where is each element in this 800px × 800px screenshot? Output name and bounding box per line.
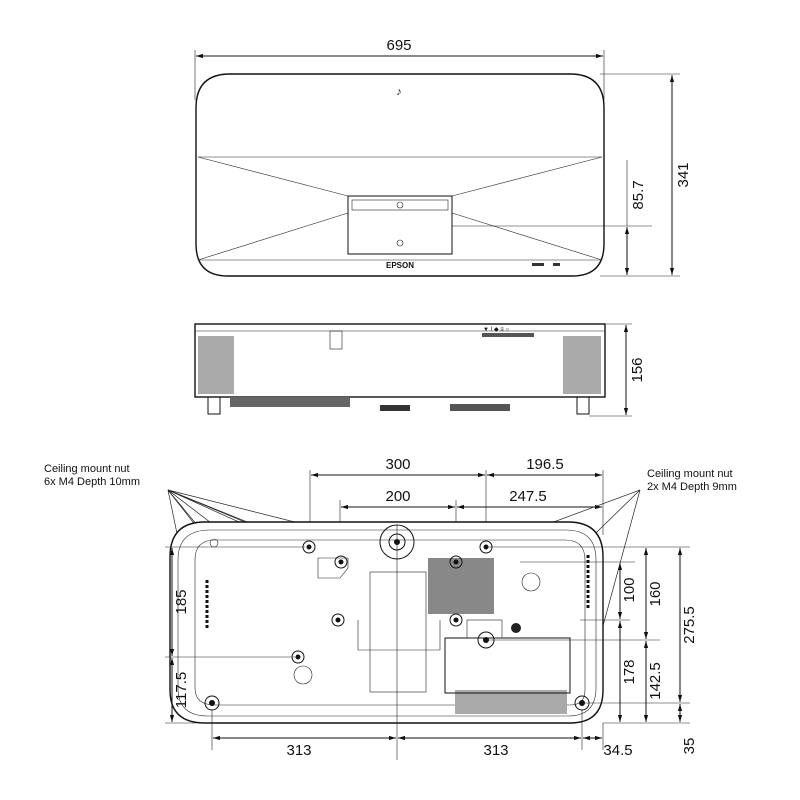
mount-nut-icon xyxy=(331,613,345,627)
note-left-line2: 6x M4 Depth 10mm xyxy=(44,476,140,488)
bottom-vent-lower xyxy=(455,690,567,714)
brand-label: EPSON xyxy=(386,261,414,270)
lens-housing xyxy=(347,195,453,255)
svg-text:▼ I ◆ ≡ ○: ▼ I ◆ ≡ ○ xyxy=(483,327,509,333)
height-dimension-label: 156 xyxy=(629,357,646,382)
dim-200-label: 200 xyxy=(385,488,410,505)
dim-300-label: 300 xyxy=(385,456,410,473)
dim-160-label: 160 xyxy=(647,581,664,606)
dim-185-label: 185 xyxy=(173,589,190,614)
depth-dimension-label: 341 xyxy=(675,162,692,187)
bottom-view: 300 196.5 200 247.5 Ceiling mount nut 6x… xyxy=(44,456,737,760)
control-panel xyxy=(482,333,534,337)
dim-313-right-label: 313 xyxy=(483,742,508,759)
lens-sensor-icon xyxy=(396,239,404,247)
dim-35-label: 35 xyxy=(681,738,698,755)
note-right-line2: 2x M4 Depth 9mm xyxy=(647,481,737,493)
dim-196-5-label: 196.5 xyxy=(526,456,564,473)
note-left-line1: Ceiling mount nut xyxy=(44,463,130,475)
top-view: 695 ♪ EPSON 341 85.7 xyxy=(194,37,692,277)
width-dimension-label: 695 xyxy=(386,37,411,54)
mount-nut-icon xyxy=(334,555,348,569)
dim-142-5-label: 142.5 xyxy=(647,662,664,700)
dim-100-label: 100 xyxy=(621,577,638,602)
filter-cover xyxy=(444,637,571,694)
dim-275-5-label: 275.5 xyxy=(681,606,698,644)
projector-side-outline xyxy=(194,323,606,398)
mount-nut-icon xyxy=(449,613,463,627)
foot-right xyxy=(576,396,590,415)
dim-34-5-label: 34.5 xyxy=(603,742,632,759)
mount-nut-icon xyxy=(449,555,463,569)
dim-178-label: 178 xyxy=(621,659,638,684)
side-view: ▼ I ◆ ≡ ○ 156 xyxy=(194,323,646,417)
logo-mark-icon: ♪ xyxy=(396,86,402,98)
bottom-vent-center xyxy=(428,558,494,614)
dim-247-5-label: 247.5 xyxy=(509,488,547,505)
lens-sensor-icon xyxy=(396,201,404,209)
note-right-line1: Ceiling mount nut xyxy=(647,468,733,480)
side-vent-right xyxy=(563,336,601,394)
projector-top-outline xyxy=(195,73,605,277)
side-vent-left xyxy=(198,336,234,394)
dim-313-left-label: 313 xyxy=(286,742,311,759)
projector-bottom-outline xyxy=(169,521,604,724)
dim-117-5-label: 117.5 xyxy=(173,672,190,708)
lens-offset-dimension-label: 85.7 xyxy=(630,180,647,209)
foot-left xyxy=(207,396,221,415)
